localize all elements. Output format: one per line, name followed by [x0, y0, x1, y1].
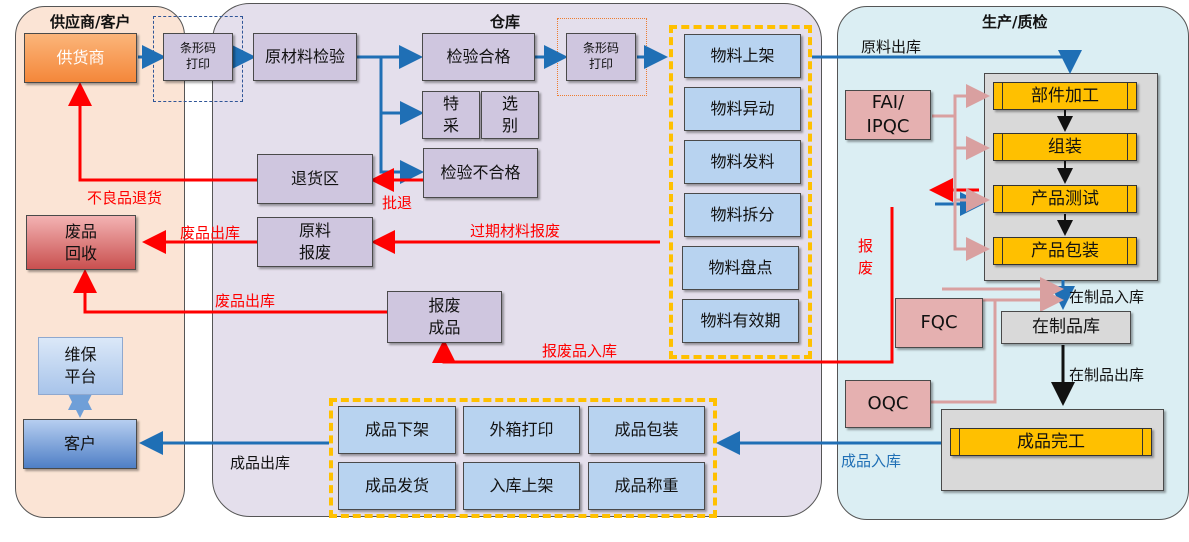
scrap-inbound-label: 报废品入库	[542, 342, 618, 360]
scrap-recycle-label: 废品 回收	[64, 221, 97, 263]
inspection-pass-node[interactable]: 检验合格	[422, 33, 535, 81]
scrap-product-node[interactable]: 报废 成品	[387, 291, 502, 343]
fg-unshelve-node[interactable]: 成品下架	[338, 406, 456, 454]
part-processing-step[interactable]: 部件加工	[993, 82, 1137, 110]
barcode-print-label-1: 条形码 打印	[179, 41, 216, 71]
maintenance-platform-label: 维保 平台	[64, 345, 97, 386]
assembly-step[interactable]: 组装	[993, 133, 1137, 161]
fg-outbound-label: 成品出库	[230, 454, 291, 472]
fai-ipqc-node[interactable]: FAI/ IPQC	[845, 90, 931, 140]
material-split-node[interactable]: 物料拆分	[684, 193, 801, 237]
inspection-fail-node[interactable]: 检验不合格	[423, 148, 538, 198]
fqc-node[interactable]: FQC	[895, 298, 983, 348]
sorting-node[interactable]: 选 别	[481, 91, 539, 139]
supplier-panel-title: 供应商/客户	[50, 13, 131, 31]
material-shelving-node[interactable]: 物料上架	[684, 34, 801, 78]
scrap-product-label: 报废 成品	[428, 296, 461, 337]
fg-shipping-node[interactable]: 成品发货	[338, 462, 456, 510]
material-ops-highlight-frame	[669, 25, 812, 359]
oqc-node[interactable]: OQC	[845, 380, 931, 428]
sorting-label: 选 别	[501, 94, 518, 135]
vendor-node[interactable]: 供货商	[24, 33, 137, 83]
production-panel-title: 生产/质检	[982, 13, 1048, 31]
wip-inbound-label: 在制品入库	[1069, 288, 1145, 306]
fg-ops-highlight-frame	[329, 398, 717, 518]
carton-print-node[interactable]: 外箱打印	[463, 406, 580, 454]
scrap-out-label-2: 废品出库	[215, 292, 276, 310]
raw-material-out-label: 原料出库	[861, 38, 922, 56]
customer-node[interactable]: 客户	[23, 419, 137, 469]
barcode-print-node-1[interactable]: 条形码 打印	[163, 33, 233, 81]
special-purchase-label: 特 采	[442, 94, 459, 135]
batch-reject-label: 批退	[382, 194, 413, 212]
maintenance-platform-node[interactable]: 维保 平台	[38, 337, 123, 395]
warehouse-panel-title: 仓库	[490, 13, 521, 31]
material-transfer-node[interactable]: 物料异动	[684, 87, 801, 131]
fg-weighing-node[interactable]: 成品称重	[588, 462, 705, 510]
fg-inbound-label: 成品入库	[841, 452, 902, 470]
material-issue-node[interactable]: 物料发料	[684, 140, 801, 184]
defect-return-label: 不良品退货	[87, 189, 163, 207]
raw-material-scrap-label: 原料 报废	[298, 221, 331, 262]
product-packing-step[interactable]: 产品包装	[993, 237, 1137, 265]
fg-complete-step[interactable]: 成品完工	[950, 428, 1152, 456]
special-purchase-node[interactable]: 特 采	[422, 91, 480, 139]
product-test-step[interactable]: 产品测试	[993, 185, 1137, 213]
wip-outbound-label: 在制品出库	[1069, 366, 1145, 384]
material-expiry-node[interactable]: 物料有效期	[682, 299, 799, 343]
barcode-print-label-2: 条形码 打印	[582, 41, 619, 71]
fg-packing-node[interactable]: 成品包装	[588, 406, 705, 454]
scrap-vertical-label: 报 废	[858, 237, 874, 277]
expired-material-scrap-label: 过期材料报废	[470, 222, 561, 240]
raw-material-scrap-node[interactable]: 原料 报废	[257, 217, 373, 267]
fai-ipqc-label: FAI/ IPQC	[866, 91, 910, 137]
scrap-recycle-node[interactable]: 废品 回收	[26, 215, 136, 270]
return-area-node[interactable]: 退货区	[257, 154, 373, 204]
inbound-shelving-node[interactable]: 入库上架	[463, 462, 580, 510]
incoming-inspection-node[interactable]: 原材料检验	[253, 33, 357, 81]
scrap-out-label-1: 废品出库	[180, 224, 241, 242]
barcode-print-node-2[interactable]: 条形码 打印	[566, 33, 636, 81]
wip-store-node[interactable]: 在制品库	[1001, 311, 1131, 344]
material-stocktake-node[interactable]: 物料盘点	[682, 246, 799, 290]
